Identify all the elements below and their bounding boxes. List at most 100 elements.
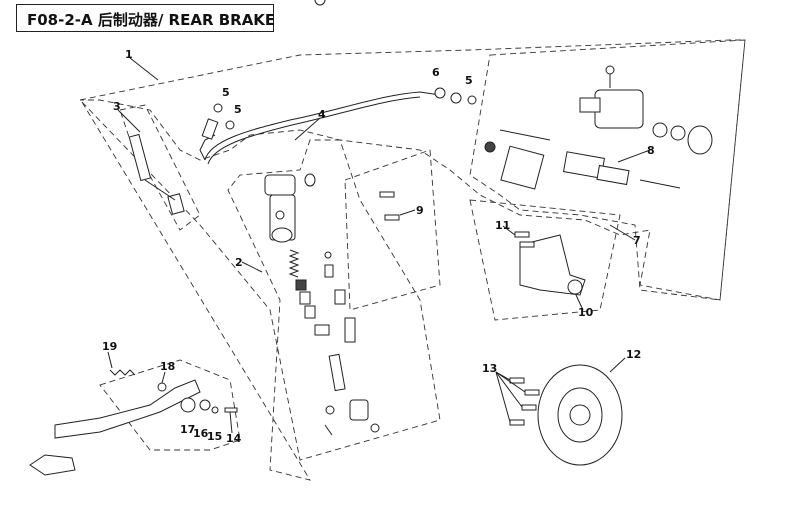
disc-bolt-4 xyxy=(509,419,525,426)
group-outline-pedal xyxy=(99,359,241,451)
piston-3 xyxy=(304,305,316,319)
brake-disc-inner xyxy=(557,387,603,443)
push-rod-boot xyxy=(314,324,330,336)
leader-13c xyxy=(495,371,523,408)
leader-11 xyxy=(502,225,516,236)
reservoir-link xyxy=(144,179,176,201)
caliper-piston-housing xyxy=(579,97,601,113)
clevis-pin-washer xyxy=(370,423,380,433)
pedal-spring xyxy=(109,369,136,376)
washer-main xyxy=(275,210,285,220)
caliper-body xyxy=(594,89,644,129)
group-outline-bracket xyxy=(469,199,621,321)
group-outline-main xyxy=(81,101,441,481)
bolt-9-a xyxy=(379,191,395,198)
cotter-pin xyxy=(324,424,333,436)
brake-pad-carrier xyxy=(500,145,545,190)
callout-19: 19 xyxy=(102,340,117,353)
callout-2: 2 xyxy=(235,256,243,269)
master-cylinder-port xyxy=(271,227,293,243)
washer-5b xyxy=(225,120,235,130)
leader-10 xyxy=(575,294,584,311)
piston-1 xyxy=(295,279,307,291)
group-outline-caliper xyxy=(469,39,746,301)
callout-7: 7 xyxy=(633,234,641,247)
callout-4: 4 xyxy=(318,108,326,121)
callout-14: 14 xyxy=(226,432,242,445)
brake-pedal xyxy=(54,379,201,439)
callout-11: 11 xyxy=(495,219,510,232)
push-rod xyxy=(328,353,346,392)
brake-hose xyxy=(204,91,441,161)
callout-16: 16 xyxy=(193,427,209,440)
callout-13: 13 xyxy=(482,362,497,375)
fitting-b xyxy=(334,289,346,305)
bracket-hole xyxy=(567,279,583,295)
callout-15: 15 xyxy=(207,430,222,443)
fitting-d xyxy=(324,251,332,259)
reservoir-cap xyxy=(167,193,185,215)
disc-hub xyxy=(569,404,591,426)
caliper-seal-1 xyxy=(652,122,668,138)
return-spring xyxy=(288,249,300,278)
callout-6: 6 xyxy=(432,66,440,79)
group-outline-3 xyxy=(119,104,201,231)
leader-19 xyxy=(107,351,113,369)
piston-2 xyxy=(299,291,311,305)
brake-disc xyxy=(537,364,623,466)
clevis-nut xyxy=(325,405,335,415)
reservoir-rod xyxy=(128,133,152,182)
banjo-washer-2 xyxy=(450,92,462,104)
fitting-a xyxy=(324,264,334,278)
callout-5b: 5 xyxy=(234,103,242,116)
brake-hose-inner xyxy=(207,96,421,165)
disc-bolt-2 xyxy=(524,389,540,396)
pedal-ring xyxy=(157,382,167,392)
leader-18 xyxy=(161,371,166,384)
callout-1: 1 xyxy=(125,48,133,61)
leader-2 xyxy=(241,261,263,273)
callout-3: 3 xyxy=(113,100,121,113)
disc-bolt-1 xyxy=(509,377,525,384)
leader-1 xyxy=(129,57,159,81)
pedal-bolt xyxy=(224,407,238,413)
bracket-bolt-2 xyxy=(519,241,535,248)
pin-boot xyxy=(484,141,496,153)
caliper-pin xyxy=(499,129,551,141)
banjo-washer-3 xyxy=(467,95,477,105)
fitting-c xyxy=(344,317,356,343)
leader-12 xyxy=(609,357,626,373)
leader-8 xyxy=(617,149,651,163)
group-outline-1 xyxy=(79,39,746,301)
callout-5c: 5 xyxy=(465,74,473,87)
leader-4 xyxy=(294,117,321,141)
group-outline-9 xyxy=(344,149,441,311)
callout-9: 9 xyxy=(416,204,424,217)
callout-17: 17 xyxy=(180,423,195,436)
pedal-washer xyxy=(199,399,211,411)
callout-18: 18 xyxy=(160,360,175,373)
callout-10: 10 xyxy=(578,306,594,319)
caliper-bracket xyxy=(519,234,586,296)
caliper-seal-2 xyxy=(670,125,686,141)
clevis xyxy=(349,399,369,421)
bleed-valve xyxy=(605,65,615,75)
leader-14 xyxy=(229,411,233,434)
callout-5a: 5 xyxy=(222,86,230,99)
cylinder-cap xyxy=(304,173,316,187)
pedal-bushing xyxy=(211,406,219,414)
pad-spring xyxy=(596,164,630,186)
title-box: F08-2-A 后制动器/ REAR BRAKE xyxy=(16,4,276,32)
bolt-9-b xyxy=(384,214,400,221)
banjo-washer-1 xyxy=(434,87,446,99)
disc-bolt-3 xyxy=(521,404,537,411)
border-mark xyxy=(314,0,326,6)
leader-13b xyxy=(495,371,526,393)
leader-13d xyxy=(495,371,511,423)
diagram-title: F08-2-A 后制动器/ REAR BRAKE xyxy=(27,11,276,29)
arrow-fwd xyxy=(29,454,76,476)
caliper-piston xyxy=(687,125,713,155)
washer-5a xyxy=(213,103,223,113)
callout-12: 12 xyxy=(626,348,641,361)
